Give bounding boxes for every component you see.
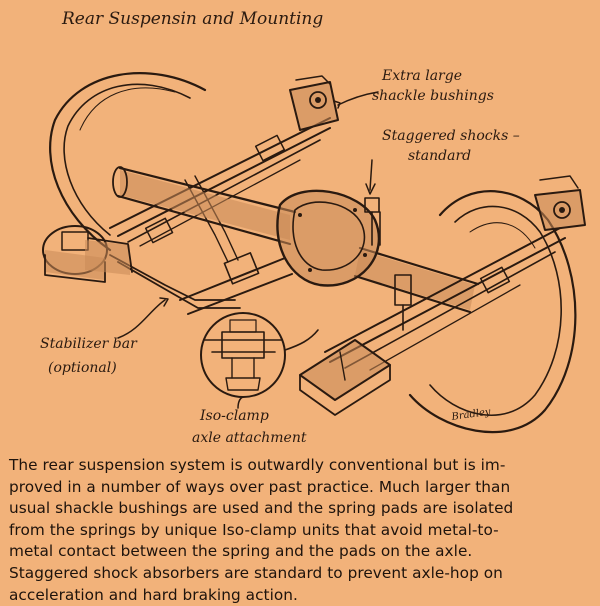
front-shackle-bushing	[289, 75, 339, 131]
leader-lines	[117, 91, 379, 409]
caption-line: acceleration and hard braking action.	[9, 585, 298, 604]
artist-signature: Bradley	[450, 407, 492, 424]
caption-line: Staggered shock absorbers are standard t…	[9, 563, 503, 582]
caption-line: usual shackle bushings are used and the …	[9, 499, 514, 518]
label-shocks-line1: Staggered shocks –	[382, 128, 520, 144]
label-shackle-line1: Extra large	[381, 68, 462, 84]
right-leaf-spring	[324, 227, 566, 371]
caption-line: metal contact between the spring and the…	[9, 542, 473, 561]
label-isoclamp-line2: axle attachment	[192, 430, 307, 446]
rear-shackle-bushing	[534, 175, 586, 231]
label-shocks-line2: standard	[408, 148, 471, 164]
iso-clamp-spring-pad	[299, 339, 391, 416]
label-stabilizer-line2: (optional)	[48, 360, 117, 376]
label-isoclamp-line1: Iso-clamp	[199, 408, 269, 424]
caption: The rear suspension system is outwardly …	[9, 455, 594, 606]
label-shackle-line2: shackle bushings	[372, 88, 494, 104]
staggered-shock-absorbers	[364, 197, 412, 331]
label-stabilizer-line1: Stabilizer bar	[40, 336, 138, 352]
left-spring-pad	[85, 237, 133, 275]
right-tire	[408, 190, 577, 434]
rear-axle	[112, 166, 480, 314]
differential-housing	[276, 189, 381, 287]
illustration-title: Rear Suspensin and Mounting	[61, 9, 323, 29]
caption-line: from the springs by unique Iso-clamp uni…	[9, 520, 499, 539]
caption-line: The rear suspension system is outwardly …	[9, 456, 506, 474]
driveshaft	[179, 252, 293, 315]
left-tire	[49, 72, 207, 252]
caption-line: proved in a number of ways over past pra…	[9, 477, 511, 496]
suspension-illustration: Rear Suspensin and Mounting	[40, 9, 586, 446]
